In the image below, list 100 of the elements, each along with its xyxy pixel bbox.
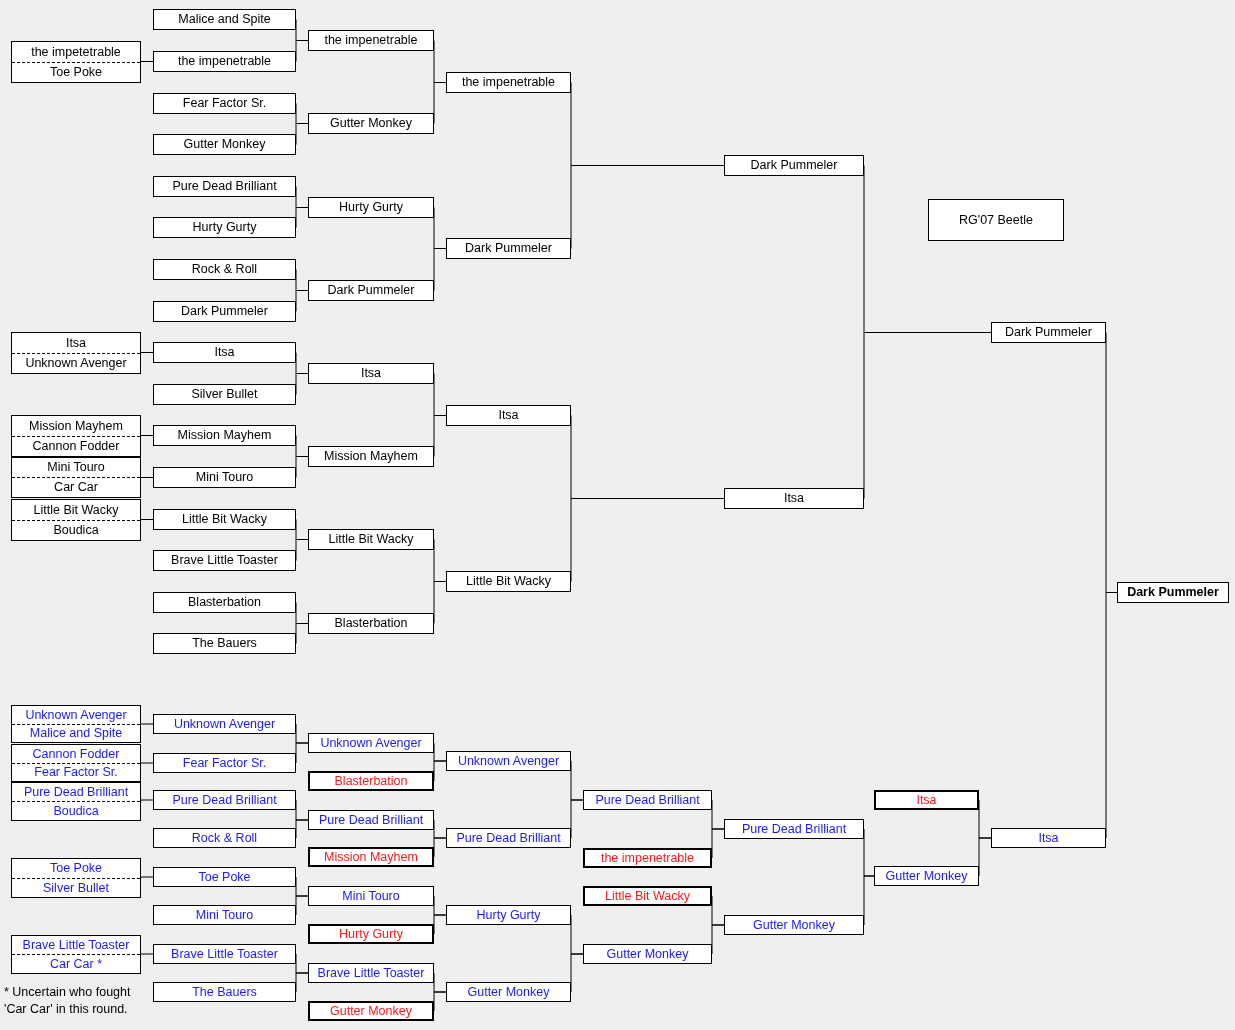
team-box xyxy=(446,905,571,925)
team-name: Pure Dead Brilliant xyxy=(317,811,425,829)
team-name: Boudica xyxy=(12,801,140,820)
team-box xyxy=(153,467,296,488)
team-box xyxy=(153,93,296,114)
team-box xyxy=(153,828,296,848)
team-box xyxy=(874,866,979,886)
team-name: Pure Dead Brilliant xyxy=(455,829,562,847)
team-name: Little Bit Wacky xyxy=(32,501,120,519)
bracket-line xyxy=(140,61,154,63)
team-box xyxy=(153,134,296,155)
team-name: Pure Dead Brilliant xyxy=(594,791,701,809)
team-box xyxy=(1117,582,1229,603)
team-box xyxy=(153,176,296,197)
bracket-line xyxy=(140,352,154,354)
team-box xyxy=(11,332,141,374)
team-box xyxy=(446,405,571,426)
team-name: The Bauers xyxy=(191,983,258,1001)
team-box xyxy=(308,113,434,134)
team-name: Gutter Monkey xyxy=(466,983,551,1001)
team-name: Mini Touro xyxy=(46,459,106,477)
team-name: Pure Dead Brilliant xyxy=(22,783,130,801)
team-box xyxy=(583,790,712,810)
team-name: RG'07 Beetle xyxy=(958,211,1034,229)
team-name: Pure Dead Brilliant xyxy=(171,791,278,809)
team-box xyxy=(153,342,296,363)
bracket-line xyxy=(140,876,154,879)
bracket-line xyxy=(140,799,154,802)
team-name: Brave Little Toaster xyxy=(170,552,279,570)
team-name: Itsa xyxy=(497,407,520,425)
team-box xyxy=(583,886,712,906)
team-box xyxy=(11,41,141,83)
team-name: Blasterbation xyxy=(333,773,409,789)
team-name: Little Bit Wacky xyxy=(465,573,552,591)
team-box xyxy=(308,529,434,550)
team-name: Gutter Monkey xyxy=(605,945,690,963)
team-box xyxy=(153,633,296,654)
team-box xyxy=(446,828,571,848)
team-name: Dark Pummeler xyxy=(1126,584,1220,602)
team-name: Silver Bullet xyxy=(190,386,259,404)
bracket-line xyxy=(140,723,154,725)
team-box xyxy=(308,810,434,830)
team-name: Gutter Monkey xyxy=(182,136,267,154)
team-name: Cannon Fodder xyxy=(31,745,121,763)
team-box xyxy=(308,886,434,906)
team-name: Dark Pummeler xyxy=(1004,324,1093,342)
team-box xyxy=(153,259,296,280)
team-name: Mini Touro xyxy=(194,469,255,487)
team-name: Fear Factor Sr. xyxy=(12,762,140,781)
team-box xyxy=(153,982,296,1002)
bracket-line xyxy=(140,762,154,764)
team-box xyxy=(308,771,434,791)
team-box xyxy=(11,858,141,898)
team-box xyxy=(991,322,1106,343)
team-name: Rock & Roll xyxy=(190,829,259,847)
team-box xyxy=(153,301,296,322)
team-name: Little Bit Wacky xyxy=(181,511,268,529)
team-name: The Bauers xyxy=(191,635,258,653)
team-box xyxy=(446,571,571,592)
team-name: Itsa xyxy=(359,365,383,383)
team-box xyxy=(11,499,141,541)
team-name: Silver Bullet xyxy=(12,877,140,897)
team-name: Mini Touro xyxy=(341,887,401,905)
team-name: Unknown Avenger xyxy=(172,715,277,733)
team-box xyxy=(308,197,434,218)
team-name: Fear Factor Sr. xyxy=(181,754,268,772)
team-box xyxy=(724,819,864,839)
team-name: Itsa xyxy=(915,792,938,808)
team-name: Mission Mayhem xyxy=(323,849,419,865)
team-name: Brave Little Toaster xyxy=(316,964,426,982)
team-name: Hurty Gurty xyxy=(338,926,404,942)
team-name: Toe Poke xyxy=(197,868,252,886)
team-name: Mission Mayhem xyxy=(28,417,124,435)
team-box xyxy=(153,867,296,887)
team-name: Unknown Avenger xyxy=(12,352,140,373)
team-name: Car Car * xyxy=(12,954,140,973)
team-box xyxy=(446,982,571,1002)
team-box xyxy=(308,363,434,384)
team-box xyxy=(153,51,296,72)
team-box xyxy=(11,415,141,457)
team-name: the impenetrable xyxy=(599,850,696,866)
team-name: Dark Pummeler xyxy=(464,240,553,258)
team-box xyxy=(583,944,712,964)
team-name: Pure Dead Brilliant xyxy=(740,820,848,838)
team-name: Fear Factor Sr. xyxy=(181,95,268,113)
team-box xyxy=(446,751,571,771)
team-name: Hurty Gurty xyxy=(191,219,258,237)
team-box xyxy=(308,847,434,867)
team-name: Boudica xyxy=(12,519,140,540)
bracket-line xyxy=(140,953,154,955)
team-box xyxy=(308,1001,434,1021)
team-box xyxy=(153,509,296,530)
team-name: Unknown Avenger xyxy=(456,752,561,770)
team-box xyxy=(153,790,296,810)
team-box xyxy=(583,848,712,868)
team-name: Toe Poke xyxy=(12,61,140,82)
team-box xyxy=(724,488,864,509)
team-name: Itsa xyxy=(64,334,88,352)
team-name: Itsa xyxy=(213,344,236,362)
team-name: Little Bit Wacky xyxy=(604,888,691,904)
